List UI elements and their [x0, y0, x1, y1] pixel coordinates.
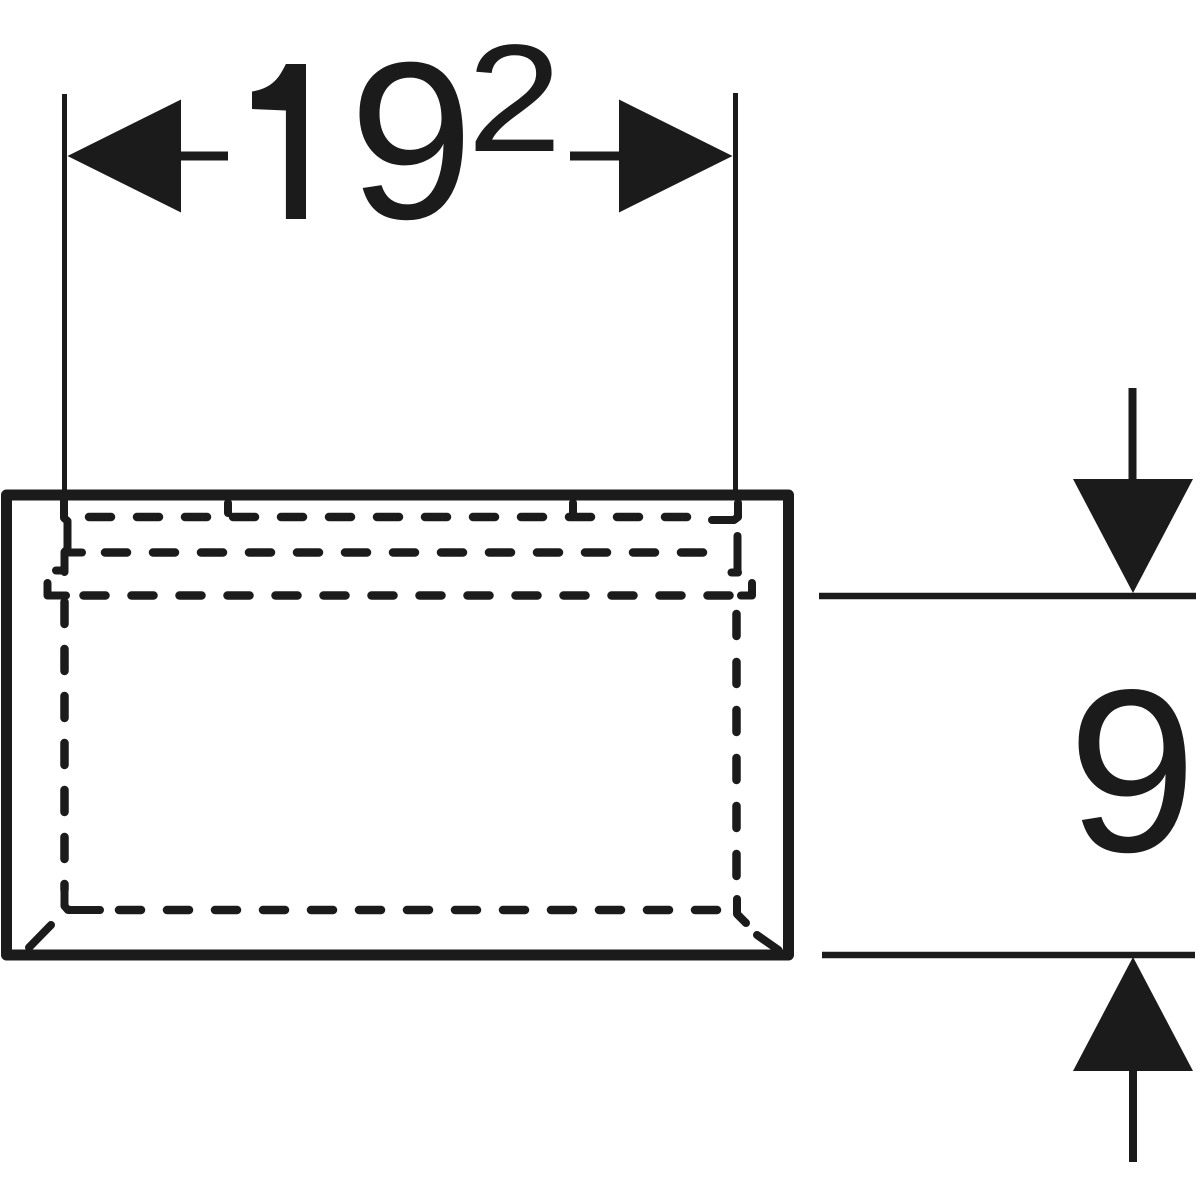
svg-text:9: 9 — [1068, 642, 1197, 901]
svg-text:2: 2 — [467, 13, 562, 184]
svg-text:9: 9 — [349, 16, 474, 266]
